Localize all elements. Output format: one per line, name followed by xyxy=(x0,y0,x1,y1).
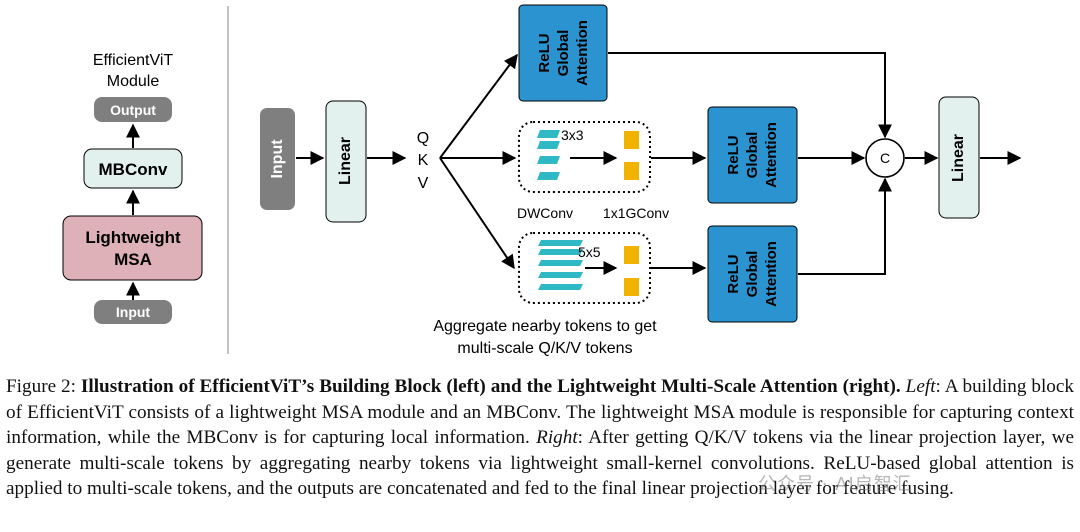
teal-token xyxy=(537,172,560,180)
gold-token xyxy=(624,278,639,296)
attention-top-line1: ReLU xyxy=(536,33,553,72)
attention-box-bottom xyxy=(707,225,798,323)
mbconv-box-label: MBConv xyxy=(99,160,168,179)
teal-token xyxy=(537,130,560,138)
aggregate-note-line2: multi-scale Q/K/V tokens xyxy=(457,340,632,357)
left-diagram: EfficientViT Module Output MBConv Lightw… xyxy=(62,52,203,324)
caption-figure-label: Figure 2: xyxy=(6,376,76,397)
right-input-label: Input xyxy=(269,139,286,179)
lightweight-msa-box xyxy=(62,215,203,281)
kernel-3x3-label: 3x3 xyxy=(561,127,584,143)
final-linear-box xyxy=(938,96,980,219)
concat-node xyxy=(865,138,905,178)
arrow-qkv-to-top-attention xyxy=(439,53,518,159)
attention-top-line2: Global xyxy=(555,30,572,77)
teal-token xyxy=(538,240,583,246)
output-box-label: Output xyxy=(110,102,156,118)
module-title-line2: Module xyxy=(107,73,160,90)
caption-left-text: : A building block of EfficientViT consi… xyxy=(6,376,1074,448)
msa-box-label-line2: MSA xyxy=(114,250,152,269)
arrow-bot-attention-to-concat xyxy=(798,177,892,275)
msa-box-label-line1: Lightweight xyxy=(85,228,181,247)
attention-mid-line3: Attention xyxy=(763,122,780,188)
attention-bot-line3: Attention xyxy=(763,241,780,307)
left-input-box xyxy=(94,300,172,324)
attention-mid-line1: ReLU xyxy=(725,135,742,174)
caption-left-label: Left xyxy=(905,376,936,397)
attention-bot-line2: Global xyxy=(744,251,761,298)
figure-caption: Figure 2: Illustration of EfficientViT’s… xyxy=(6,374,1074,502)
gold-token xyxy=(624,162,639,180)
kernel-5x5-label: 5x5 xyxy=(578,244,601,260)
right-diagram: Input Linear Q K V ReLU Global Attention… xyxy=(260,4,1022,357)
gold-token xyxy=(624,246,639,264)
teal-token xyxy=(538,249,583,255)
teal-token xyxy=(537,141,560,149)
attention-box-top xyxy=(518,4,608,102)
caption-bold-title: Illustration of EfficientViT’s Building … xyxy=(80,376,901,397)
output-box xyxy=(94,97,172,122)
aggregation-box-5x5 xyxy=(518,232,651,304)
gconv-label: 1x1GConv xyxy=(603,205,669,221)
teal-token xyxy=(537,156,560,164)
attention-top-line3: Attention xyxy=(574,20,591,86)
arrow-top-attention-to-concat xyxy=(608,52,892,139)
aggregation-box-3x3 xyxy=(518,121,651,193)
left-input-box-label: Input xyxy=(116,304,151,320)
final-linear-label: Linear xyxy=(950,134,967,182)
attention-box-middle xyxy=(707,106,798,204)
module-title-line1: EfficientViT xyxy=(93,52,174,69)
teal-token xyxy=(538,284,583,290)
v-label: V xyxy=(418,175,429,192)
right-input-box xyxy=(260,108,295,210)
q-label: Q xyxy=(417,130,429,147)
token-stack-5x5 xyxy=(538,240,583,290)
attention-mid-line2: Global xyxy=(744,132,761,179)
gold-token xyxy=(624,131,639,149)
caption-right-label: Right xyxy=(536,427,578,448)
caption-right-text: : After getting Q/K/V tokens via the lin… xyxy=(6,427,1075,499)
dwconv-label: DWConv xyxy=(517,205,573,221)
mbconv-box xyxy=(83,148,183,189)
watermark: 公众号 · AI启智汇 xyxy=(758,474,912,495)
concat-label: C xyxy=(880,150,890,166)
teal-token xyxy=(538,272,583,278)
figure-diagram: EfficientViT Module Output MBConv Lightw… xyxy=(62,4,1022,357)
k-label: K xyxy=(418,152,429,169)
attention-bot-line1: ReLU xyxy=(725,254,742,293)
qkv-linear-label: Linear xyxy=(337,137,354,185)
aggregate-note-line1: Aggregate nearby tokens to get xyxy=(433,318,657,335)
token-stack-3x3 xyxy=(537,130,560,180)
teal-token xyxy=(538,260,583,266)
qkv-linear-box xyxy=(325,100,367,223)
arrow-qkv-to-5x5-branch xyxy=(439,157,515,270)
